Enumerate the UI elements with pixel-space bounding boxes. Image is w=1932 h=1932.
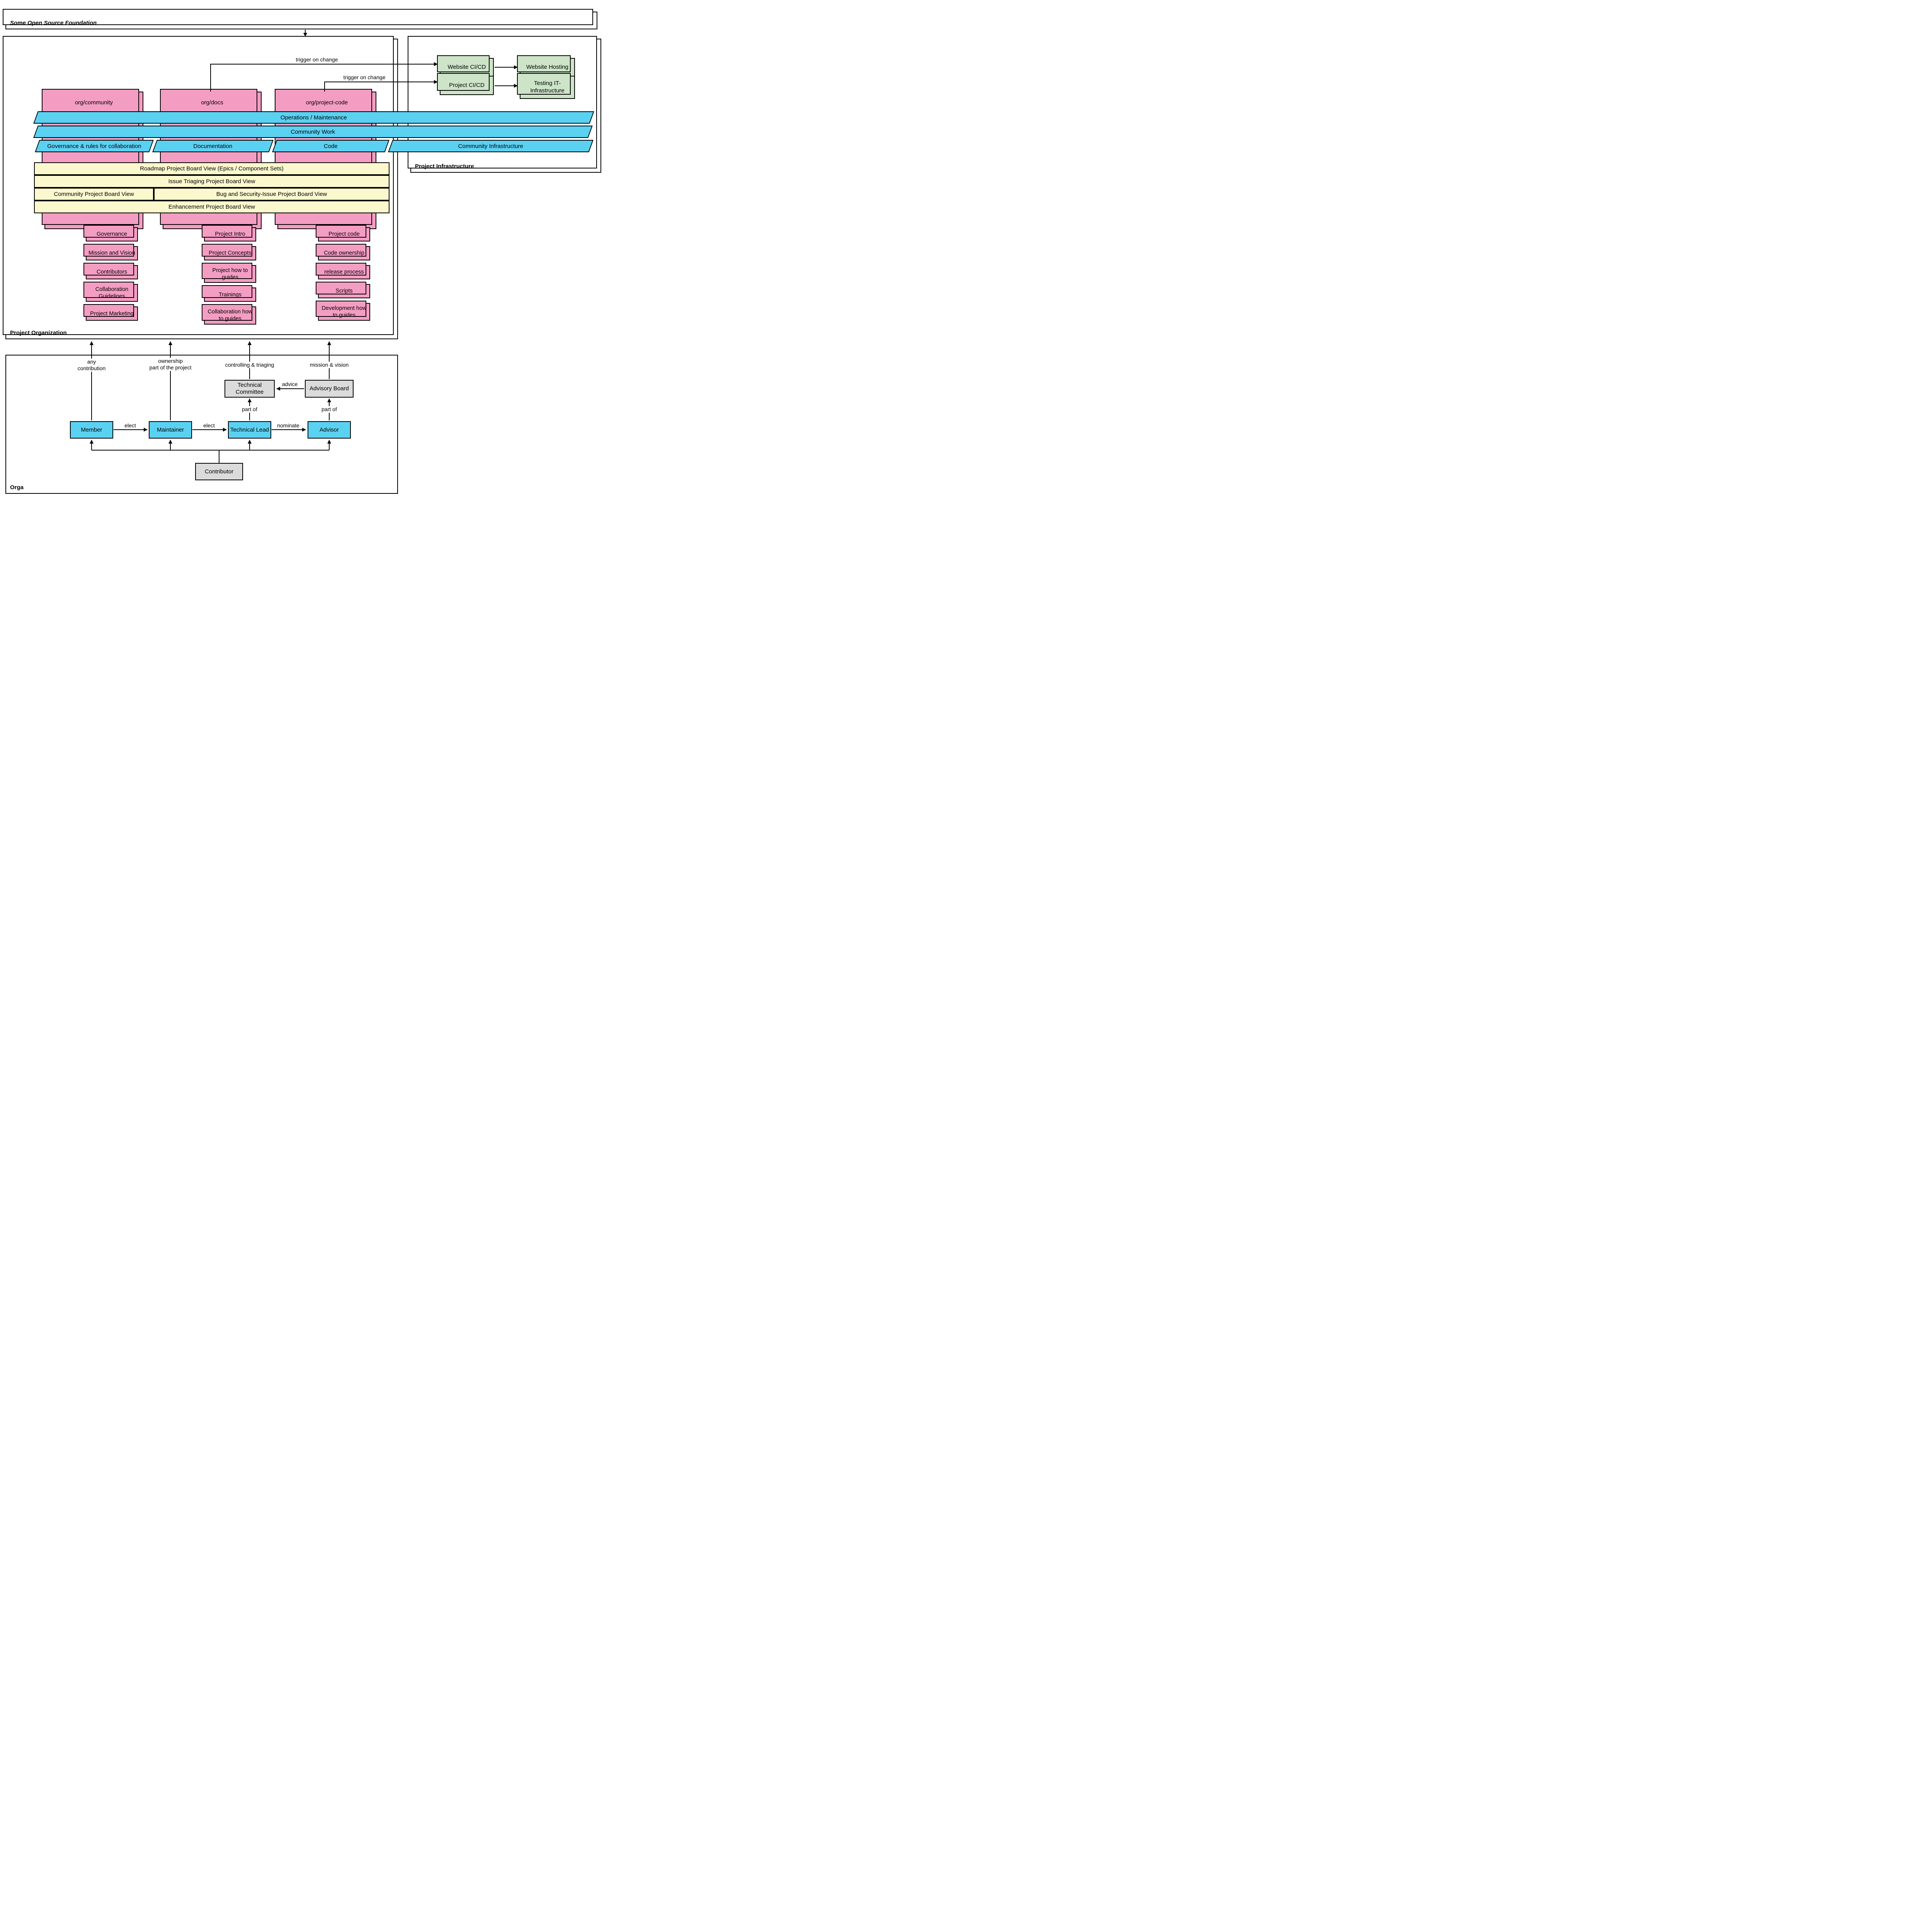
band-community-infrastructure: Community Infrastructure [388, 140, 594, 152]
board-bug-security: Bug and Security-Issue Project Board Vie… [154, 188, 389, 201]
node-project-cicd-label: Project CI/CD [449, 82, 485, 88]
item-project-how-to-guides: Project how to guides [202, 262, 256, 283]
node-contributor: Contributor [195, 463, 243, 480]
edge-label-advice: advice [280, 381, 299, 388]
item-collaboration-how-to-guides: Collaboration how to guides [202, 304, 256, 325]
diagram-canvas: Some Open Source Foundation Project Orga… [0, 0, 614, 506]
item-scripts: Scripts [316, 282, 370, 298]
edge-label-elect-member: elect [123, 422, 138, 429]
item-collaboration-guidelines: Collaboration Guidelines [83, 281, 138, 302]
band-code: Code [272, 140, 389, 152]
node-technical-lead-label: Technical Lead [230, 426, 269, 433]
node-website-hosting-label: Website Hosting [526, 63, 568, 70]
node-advisor: Advisor [308, 421, 351, 439]
board-community-label: Community Project Board View [54, 191, 134, 197]
board-roadmap-label: Roadmap Project Board View (Epics / Comp… [140, 165, 284, 172]
node-member-label: Member [81, 426, 102, 433]
item-development-how-to-guides: Development how to guides [316, 300, 370, 321]
node-advisory-board: Advisory Board [305, 380, 354, 398]
frame-orga-label: Orga [10, 484, 24, 491]
band-documentation-label: Documentation [193, 143, 233, 150]
board-issue-triaging-label: Issue Triaging Project Board View [168, 178, 255, 185]
frame-project-infrastructure-label: Project Infrastructure [415, 163, 474, 170]
edge-label-nominate: nominate [276, 422, 301, 429]
item-release-process: release process [316, 263, 370, 279]
band-documentation: Documentation [152, 140, 274, 152]
band-community-work: Community Work [33, 126, 593, 138]
band-governance-rules-label: Governance & rules for collaboration [47, 143, 141, 150]
node-contributor-label: Contributor [204, 468, 234, 475]
node-testing-it-infrastructure-label: Testing IT-Infrastructure [530, 80, 565, 94]
stack-project-code-items: Project code Code ownership release proc… [316, 225, 370, 321]
edge-label-trigger-project: trigger on change [342, 74, 387, 81]
band-community-work-label: Community Work [291, 129, 335, 135]
frame-project-organization-label: Project Organization [10, 330, 67, 336]
edge-label-trigger-website: trigger on change [294, 56, 340, 63]
frame-foundation: Some Open Source Foundation [3, 9, 597, 29]
node-testing-it-infrastructure: Testing IT-Infrastructure [517, 73, 575, 99]
node-technical-lead: Technical Lead [228, 421, 271, 439]
item-project-marketing: Project Marketing [83, 304, 138, 321]
item-project-intro: Project Intro [202, 225, 256, 242]
board-issue-triaging: Issue Triaging Project Board View [34, 175, 389, 188]
node-advisor-label: Advisor [319, 426, 339, 433]
item-project-code: Project code [316, 225, 370, 242]
band-operations-maintenance: Operations / Maintenance [33, 111, 594, 124]
board-enhancement-label: Enhancement Project Board View [168, 204, 255, 210]
node-member: Member [70, 421, 113, 439]
node-maintainer: Maintainer [149, 421, 192, 439]
node-advisory-board-label: Advisory Board [310, 385, 349, 392]
edge-label-elect-maintainer: elect [202, 422, 216, 429]
board-bug-security-label: Bug and Security-Issue Project Board Vie… [216, 191, 327, 197]
board-roadmap: Roadmap Project Board View (Epics / Comp… [34, 162, 389, 175]
edge-label-part-of-tc: part of [240, 406, 259, 413]
board-enhancement: Enhancement Project Board View [34, 201, 389, 213]
band-community-infrastructure-label: Community Infrastructure [458, 143, 524, 150]
item-governance: Governance [83, 225, 138, 242]
frame-foundation-label: Some Open Source Foundation [10, 20, 97, 26]
item-contributors: Contributors [83, 263, 138, 279]
item-trainings: Trainings [202, 285, 256, 302]
edge-label-mission-vision: mission & vision [308, 362, 350, 368]
item-project-concepts: Project Concepts [202, 244, 256, 260]
repo-org-docs-label: org/docs [201, 99, 223, 106]
node-technical-committee-label: Technical Committee [235, 382, 264, 395]
stack-community-items: Governance Mission and Vision Contributo… [83, 225, 138, 321]
repo-org-community-label: org/community [75, 99, 113, 106]
edge-label-ownership: ownership part of the project [148, 358, 193, 371]
node-technical-committee: Technical Committee [224, 380, 275, 398]
node-project-cicd: Project CI/CD [437, 73, 494, 95]
edge-label-any-contribution: any contribution [76, 359, 107, 372]
edge-label-part-of-ab: part of [320, 406, 338, 413]
stack-docs-items: Project Intro Project Concepts Project h… [202, 225, 256, 325]
band-governance-rules: Governance & rules for collaboration [35, 140, 154, 152]
board-community: Community Project Board View [34, 188, 154, 201]
repo-org-project-code-label: org/project-code [306, 99, 348, 106]
band-operations-maintenance-label: Operations / Maintenance [280, 114, 347, 121]
item-code-ownership: Code ownership [316, 244, 370, 260]
node-maintainer-label: Maintainer [156, 426, 184, 433]
band-code-label: Code [323, 143, 338, 150]
edge-label-controlling-triaging: controlling & triaging [223, 362, 276, 368]
item-mission-and-vision: Mission and Vision [83, 244, 138, 260]
node-website-cicd-label: Website CI/CD [447, 63, 486, 70]
